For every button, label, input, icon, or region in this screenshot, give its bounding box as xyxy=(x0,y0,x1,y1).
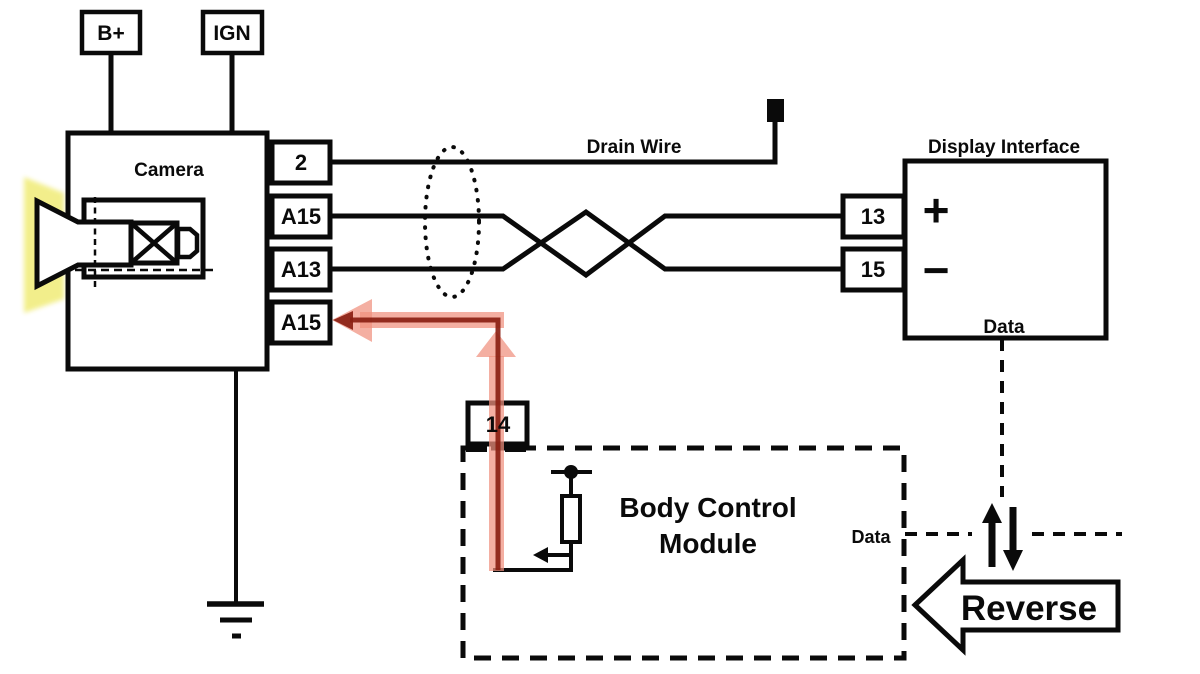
b-plus-label: B+ xyxy=(97,22,124,45)
highlight-core-wire xyxy=(350,317,501,570)
bcm-pin-foot-right xyxy=(505,443,526,452)
bcm-pin-foot-left xyxy=(466,443,487,452)
data-down-arrow-head xyxy=(1003,550,1023,571)
drain-terminal xyxy=(767,99,784,122)
camera-pin-2-box xyxy=(269,139,333,186)
bcm-resistor xyxy=(560,494,582,544)
b-plus-box xyxy=(79,9,143,56)
camera-pin-a15-box xyxy=(269,193,333,240)
bcm-signal-arrow-head xyxy=(533,547,548,563)
display-interface-box xyxy=(902,158,1109,341)
camera-pin-2-label: 2 xyxy=(295,150,307,175)
bcm-box xyxy=(460,445,907,661)
bcm-resistor-lead-bottom xyxy=(493,542,573,572)
display-pin-13-box xyxy=(840,193,907,240)
highlight-core-arrowhead xyxy=(333,311,353,330)
reverse-label: Reverse xyxy=(961,589,1097,628)
lens-prism-cross xyxy=(129,221,179,265)
data-up-arrow-head xyxy=(982,503,1002,523)
display-pin-15-box xyxy=(840,246,907,293)
display-minus-label: − xyxy=(923,244,950,296)
bcm-pin-14-label: 14 xyxy=(486,412,511,437)
display-interface-label: Display Interface xyxy=(928,137,1080,158)
display-pin-15-label: 15 xyxy=(861,257,885,282)
camera-pin-a15b-label: A15 xyxy=(281,310,321,335)
video-wire-a15 xyxy=(330,213,843,279)
ign-box xyxy=(200,9,265,56)
bcm-title-line2: Module xyxy=(659,528,757,559)
display-plus-label: + xyxy=(923,184,950,236)
drain-wire-label: Drain Wire xyxy=(587,137,682,158)
camera-pin-a15b-box xyxy=(269,299,333,346)
video-wire-a13 xyxy=(330,208,843,272)
ign-label: IGN xyxy=(213,22,250,45)
highlight-path xyxy=(332,299,516,571)
drain-wire xyxy=(330,121,778,165)
display-pin-13-label: 13 xyxy=(861,204,885,229)
lens-element xyxy=(175,226,200,260)
camera-pin-a13-box xyxy=(269,246,333,293)
bcm-data-label: Data xyxy=(851,527,891,547)
camera-pin-a15-label: A15 xyxy=(281,204,321,229)
camera-label: Camera xyxy=(134,160,204,181)
camera-pin-a13-label: A13 xyxy=(281,257,321,282)
bcm-title-line1: Body Control xyxy=(619,492,796,523)
display-data-label: Data xyxy=(983,317,1025,338)
shield-ellipse xyxy=(423,145,481,299)
reverse-arrow xyxy=(911,554,1121,656)
